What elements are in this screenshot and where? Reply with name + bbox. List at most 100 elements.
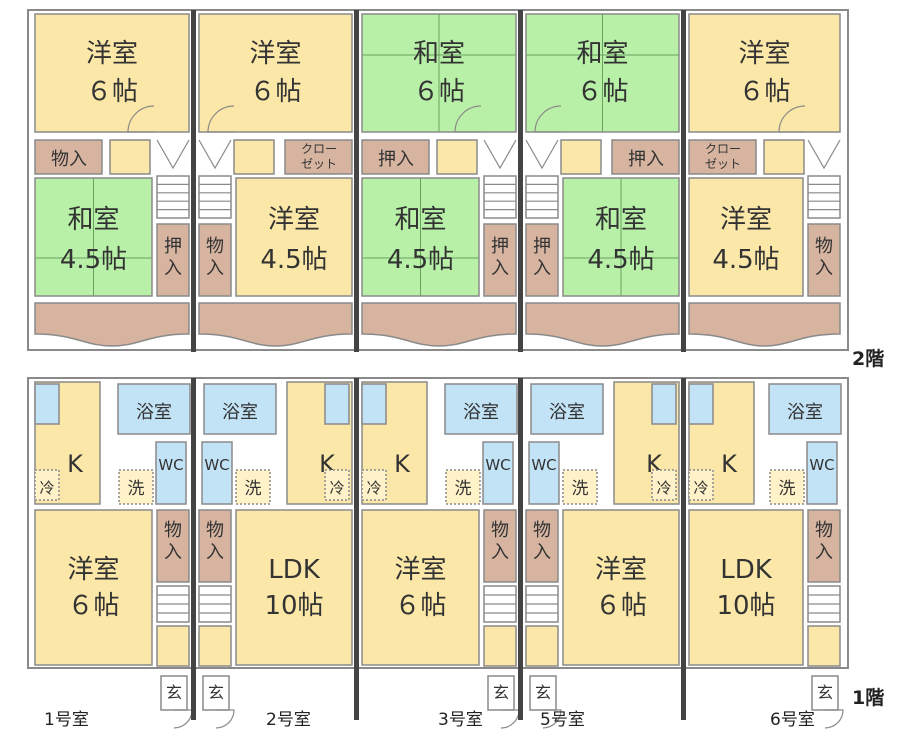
- fridge-label: 冷: [39, 479, 54, 497]
- entrance-label: 玄: [166, 683, 182, 702]
- bottom-room-size: 4.5帖: [587, 245, 654, 275]
- side-storage: [807, 223, 841, 297]
- entrance-door: [215, 709, 235, 729]
- bottom-room-size: 4.5帖: [387, 245, 454, 275]
- storage: [156, 509, 190, 583]
- upper-unit-5: 洋室６帖クローゼット洋室4.5帖物入: [688, 13, 841, 347]
- entrance-label: 玄: [493, 683, 509, 702]
- bottom-room-name: 和室: [394, 205, 446, 235]
- washer: [445, 469, 481, 505]
- svg-text:物: 物: [164, 520, 182, 541]
- stairs-landing: [525, 139, 559, 170]
- lower-party-wall-4: [681, 378, 686, 720]
- main-room: [235, 509, 353, 666]
- sink: [651, 383, 677, 425]
- door-arc: [127, 105, 155, 133]
- door-arc: [778, 105, 806, 133]
- fridge: [688, 469, 714, 501]
- hall: [560, 139, 602, 175]
- upper-unit-1: 洋室６帖物入和室4.5帖押入: [34, 13, 190, 347]
- top-room-name: 和室: [413, 39, 465, 69]
- stairs: [198, 175, 232, 219]
- washer: [562, 469, 598, 505]
- stairs: [483, 585, 517, 623]
- side-storage: [483, 223, 517, 297]
- wc: [482, 441, 514, 505]
- door-arc: [207, 105, 235, 133]
- storage: [807, 509, 841, 583]
- bottom-room-name: 和室: [595, 205, 647, 235]
- stairs: [807, 585, 841, 623]
- stairs: [525, 585, 559, 623]
- upper-party-wall-4: [681, 10, 686, 352]
- bottom-room-name: 洋室: [720, 205, 772, 235]
- bath-label: 浴室: [136, 402, 172, 423]
- main-room: [562, 509, 680, 666]
- wc: [201, 441, 233, 505]
- wash-label: 洗: [455, 479, 472, 499]
- stairs: [807, 175, 841, 219]
- unit-label-5: 5号室: [540, 710, 585, 730]
- balcony: [34, 302, 190, 347]
- svg-text:入: 入: [815, 542, 833, 563]
- stairs-landing: [156, 139, 190, 170]
- storage: [483, 509, 517, 583]
- main-room: [34, 509, 153, 666]
- svg-text:入: 入: [815, 258, 833, 279]
- balcony: [361, 302, 517, 347]
- top-room-name: 和室: [576, 39, 628, 69]
- upper-floor-plan: 洋室６帖物入和室4.5帖押入洋室６帖クローゼット洋室4.5帖物入和室６帖押入和室…: [27, 9, 849, 352]
- bathroom: [444, 383, 518, 435]
- hall: [436, 139, 478, 175]
- main-room-size: 10帖: [264, 591, 323, 621]
- top-room: [34, 13, 190, 133]
- washer: [118, 469, 154, 505]
- storage-label: 物入: [164, 520, 182, 563]
- svg-text:入: 入: [491, 258, 509, 279]
- main-room-name: 洋室: [595, 555, 647, 585]
- top-room-size: ６帖: [86, 77, 138, 107]
- fridge: [324, 469, 350, 501]
- wc: [528, 441, 560, 505]
- svg-text:入: 入: [491, 542, 509, 563]
- lower-party-wall-3: [518, 378, 523, 720]
- side-storage-label: 押入: [533, 236, 551, 279]
- bath-label: 浴室: [222, 402, 258, 423]
- unit-label-2: 2号室: [266, 710, 311, 730]
- main-room-size: ６帖: [394, 591, 446, 621]
- upper-party-wall-2: [354, 10, 359, 352]
- bathroom: [203, 383, 277, 435]
- lower-party-wall-1: [191, 378, 196, 720]
- svg-text:物: 物: [491, 520, 509, 541]
- kitchen-label: K: [394, 450, 411, 478]
- stairs: [483, 175, 517, 219]
- bath-label: 浴室: [549, 402, 585, 423]
- entrance: [160, 675, 188, 711]
- wc-label: WC: [158, 456, 183, 474]
- closet: [361, 139, 430, 175]
- fridge: [361, 469, 387, 501]
- entrance-hall: [483, 625, 517, 667]
- side-storage-label: 押入: [164, 236, 182, 279]
- upper-party-wall-3: [518, 10, 523, 352]
- fridge-label: 冷: [693, 479, 708, 497]
- top-room: [198, 13, 353, 133]
- stairs: [156, 175, 190, 219]
- main-room: [688, 509, 804, 666]
- main-room-size: 10帖: [716, 591, 775, 621]
- top-room-size: ６帖: [249, 77, 301, 107]
- stairs-landing: [807, 139, 841, 170]
- bathroom: [768, 383, 842, 435]
- entrance-hall: [198, 625, 232, 667]
- main-room-name: LDK: [268, 555, 321, 585]
- upper-floor-label: 2階: [852, 348, 885, 370]
- svg-text:入: 入: [533, 258, 551, 279]
- entrance-door: [173, 709, 193, 729]
- entrance-label: 玄: [535, 683, 551, 702]
- entrance-door: [542, 709, 562, 729]
